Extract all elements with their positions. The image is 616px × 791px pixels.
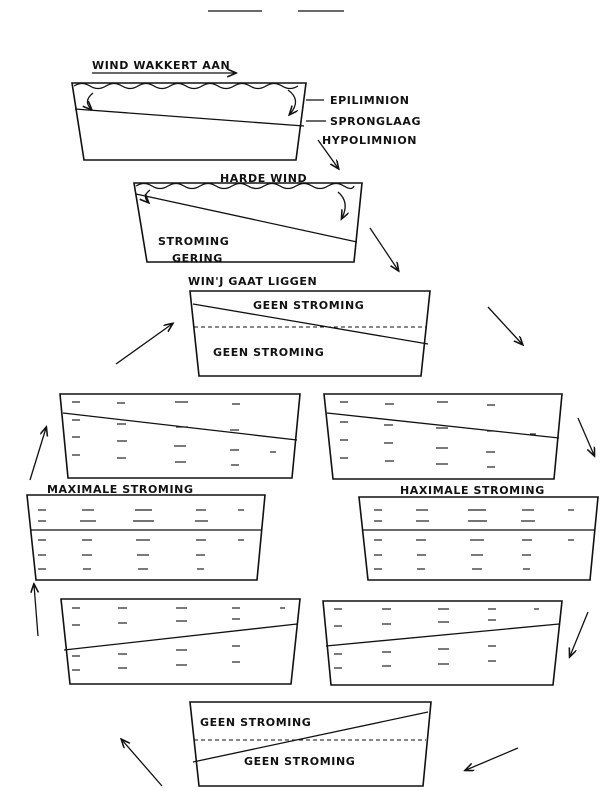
label-hypolimnion: HYPOLIMNION (322, 134, 417, 147)
panel-row6-left (61, 599, 300, 684)
label-spronglaag: SPRONGLAAG (330, 115, 421, 128)
panel-row4-left (60, 394, 300, 478)
label-geen-stroming: GEEN STROMING (213, 346, 324, 359)
panel-wind-increasing: WIND WAKKERT AAN EPILIMNION SPRONGLAAG H… (72, 59, 421, 168)
panel-wind-dies-down: WIN'J GAAT LIGGEN GEEN STROMING GEEN STR… (188, 275, 430, 376)
arrow (34, 585, 38, 636)
panel-bottom: GEEN STROMING GEEN STROMING (190, 702, 431, 786)
arrow (488, 307, 522, 344)
label-wind-wakkert-aan: WIND WAKKERT AAN (92, 59, 230, 72)
arrow (116, 324, 172, 364)
panel-strong-wind: HARDE WIND STROMING GERING (134, 172, 362, 265)
arrow (122, 740, 162, 786)
arrow (370, 228, 398, 270)
label-geen-stroming: GEEN STROMING (244, 755, 355, 768)
label-maximale-stroming: MAXIMALE STROMING (47, 483, 194, 496)
label-haximale-stroming: HAXIMALE STROMING (400, 484, 545, 497)
panel-row5-left: MAXIMALE STROMING (27, 483, 265, 580)
panel-row4-right (324, 394, 562, 479)
label-gering: GERING (172, 252, 223, 265)
panel-row6-right (323, 601, 562, 685)
arrow (466, 748, 518, 770)
arrow (578, 418, 594, 455)
label-harde-wind: HARDE WIND (220, 172, 307, 185)
label-wind-gaat-liggen: WIN'J GAAT LIGGEN (188, 275, 317, 288)
arrow (570, 612, 588, 656)
label-stroming: STROMING (158, 235, 229, 248)
arrow (30, 428, 46, 480)
label-geen-stroming: GEEN STROMING (200, 716, 311, 729)
label-geen-stroming: GEEN STROMING (253, 299, 364, 312)
label-epilimnion: EPILIMNION (330, 94, 410, 107)
panel-row5-right: HAXIMALE STROMING (359, 484, 598, 580)
